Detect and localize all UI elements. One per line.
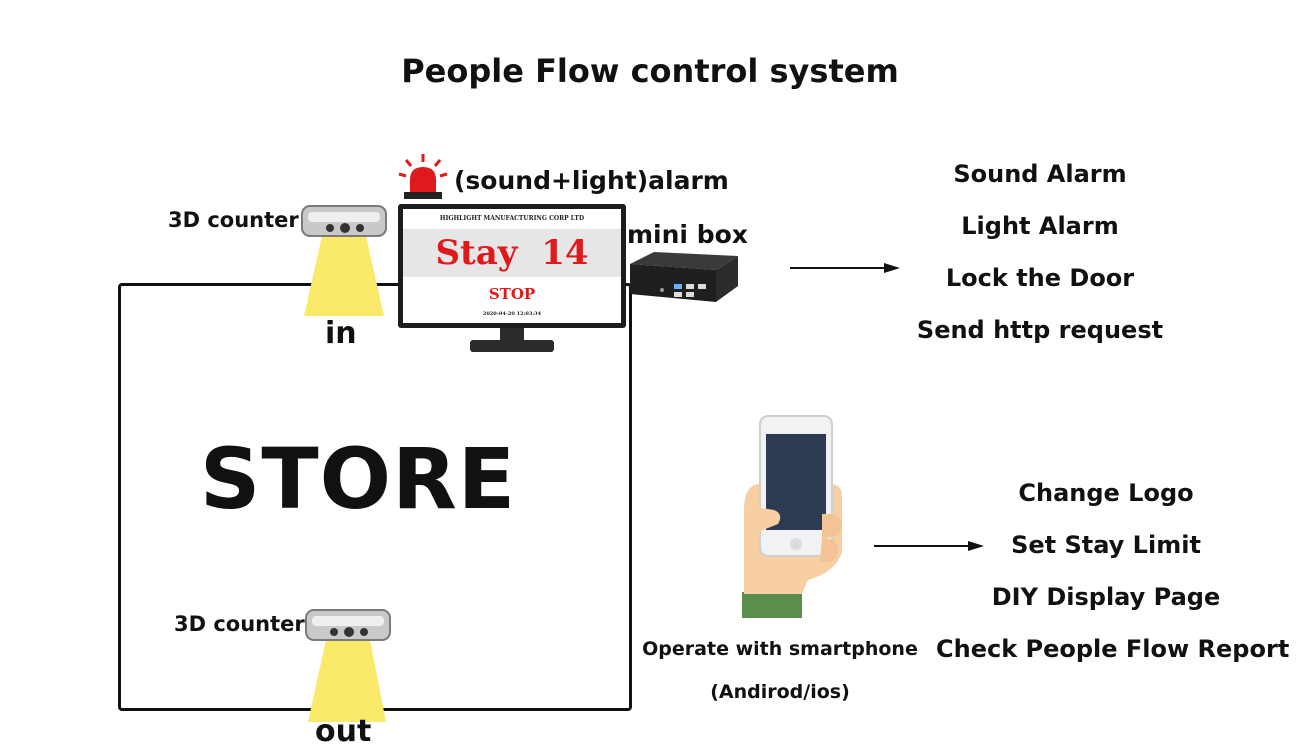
monitor-stay-banner: Stay 14 bbox=[403, 229, 621, 277]
mini-box-label: mini box bbox=[627, 220, 748, 249]
phone-features-list: Change Logo Set Stay Limit DIY Display P… bbox=[936, 467, 1290, 675]
monitor-stand bbox=[470, 340, 554, 352]
diagram-title: People Flow control system bbox=[401, 52, 899, 90]
monitor-company-name: HIGHLIGHT MANUFACTURING CORP LTD bbox=[439, 215, 585, 222]
action-item: Send http request bbox=[916, 316, 1164, 344]
phone-caption-line2: (Andirod/ios) bbox=[710, 681, 850, 703]
alarm-siren-icon bbox=[398, 154, 448, 199]
arrow-to-actions bbox=[790, 263, 900, 273]
feature-item: Check People Flow Report bbox=[936, 635, 1290, 663]
feature-item: Change Logo bbox=[1018, 479, 1194, 507]
out-label: out bbox=[315, 714, 372, 749]
smartphone-hand-icon bbox=[742, 415, 842, 618]
phone-caption-line1: Operate with smartphone bbox=[642, 638, 918, 660]
action-item: Sound Alarm bbox=[953, 160, 1127, 188]
alarm-label: (sound+light)alarm bbox=[454, 166, 729, 195]
display-monitor: HIGHLIGHT MANUFACTURING CORP LTD Stay 14… bbox=[398, 204, 626, 328]
store-label: STORE bbox=[199, 430, 517, 528]
bottom-3d-counter-icon bbox=[305, 609, 391, 722]
monitor-status: STOP bbox=[488, 285, 536, 303]
stay-count: 14 bbox=[541, 233, 589, 273]
arrow-to-phone-features bbox=[874, 541, 984, 551]
monitor-neck bbox=[500, 328, 524, 342]
monitor-stay-readout: Stay 14 bbox=[403, 233, 621, 273]
top-3d-counter-icon bbox=[301, 205, 387, 316]
monitor-screen: HIGHLIGHT MANUFACTURING CORP LTD Stay 14… bbox=[403, 209, 621, 323]
feature-item: DIY Display Page bbox=[991, 583, 1221, 611]
alarm-actions-list: Sound Alarm Light Alarm Lock the Door Se… bbox=[900, 148, 1180, 356]
feature-item: Set Stay Limit bbox=[1011, 531, 1201, 559]
top-counter-label: 3D counter bbox=[168, 208, 299, 232]
action-item: Lock the Door bbox=[945, 264, 1135, 292]
in-label: in bbox=[325, 316, 357, 351]
monitor-timestamp: 2020-04-20 12:03:34 bbox=[482, 311, 542, 317]
action-item: Light Alarm bbox=[961, 212, 1119, 240]
bottom-counter-label: 3D counter bbox=[174, 612, 305, 636]
stay-label: Stay bbox=[435, 233, 518, 273]
mini-box-pc-icon bbox=[630, 252, 738, 302]
